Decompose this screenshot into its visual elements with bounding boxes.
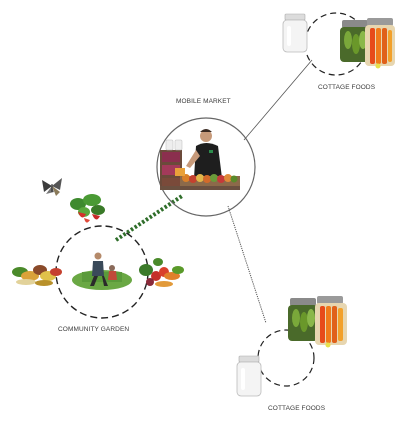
connector-market-to-cottage-top: [243, 59, 313, 141]
pickle-jar-bottom-icon: [288, 298, 318, 341]
pickle-jar-top-icon: [340, 20, 370, 62]
garden-right-vegetables-icon: [139, 258, 184, 287]
mobile-market-label: MOBILE MARKET: [176, 98, 231, 105]
community-garden-label: COMMUNITY GARDEN: [58, 326, 130, 333]
connector-market-to-cottage-bottom: [227, 205, 267, 324]
strawberry-plant-icon: [70, 194, 105, 223]
cottage-foods-top-label: COTTAGE FOODS: [318, 84, 376, 91]
mobile-market-circle: [156, 117, 256, 217]
cottage-foods-bottom-label: COTTAGE FOODS: [268, 405, 326, 412]
cottage-foods-bottom-circle: [257, 329, 315, 387]
garden-farmer-icon: [72, 252, 132, 290]
mason-jar-top-icon: [282, 13, 308, 53]
butterfly-icon: [42, 178, 62, 196]
market-vendor-icon: [160, 129, 240, 190]
carrot-jar-top-icon: [365, 18, 395, 69]
garden-left-vegetables-icon: [12, 265, 62, 286]
carrot-jar-bottom-icon: [315, 296, 347, 348]
mason-jar-bottom-icon: [236, 355, 262, 397]
